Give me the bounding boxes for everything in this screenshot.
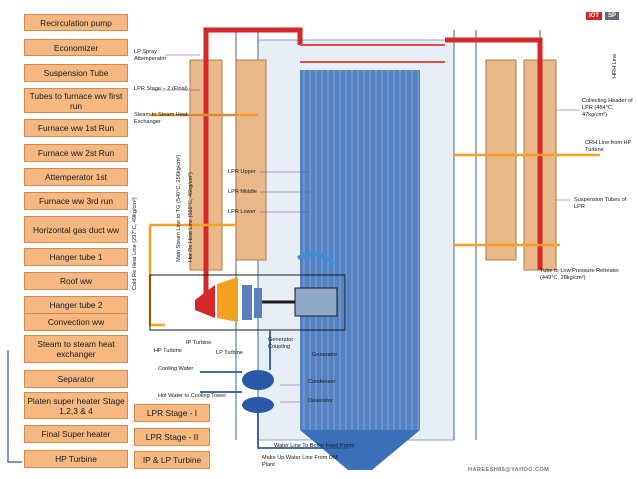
- legend-button-11[interactable]: Hanger tube 2: [24, 296, 128, 314]
- legend-button-5[interactable]: Furnace ww 2st Run: [24, 144, 128, 162]
- turbine-hall: [149, 274, 346, 331]
- deaerator-vessel: [242, 397, 274, 413]
- stage-button-1[interactable]: LPR Stage - II: [134, 428, 210, 446]
- legend-button-13[interactable]: Steam to steam heat exchanger: [24, 335, 128, 363]
- label-steam-hx: Steam to Steam Heat Exchanger: [134, 112, 188, 125]
- label-generator: Generator: [312, 352, 338, 358]
- label-hot-water: Hot Water to Cooling Tower: [158, 393, 227, 399]
- label-hp-turbine: HP Turbine: [154, 348, 182, 354]
- legend-button-12[interactable]: Convection ww: [24, 313, 128, 331]
- legend-button-3[interactable]: Tubes to furnace ww first run: [24, 88, 128, 113]
- left-convection-bank: [235, 59, 267, 261]
- legend-button-15[interactable]: Platen super heater Stage 1,2,3 & 4: [24, 392, 128, 419]
- label-lpr-middle: LPR Middle: [228, 189, 257, 195]
- label-lpr-lower: LPR Lower: [228, 209, 256, 215]
- label-ip-turbine: IP Turbine: [186, 340, 212, 346]
- label-cooling-water: Cooling Water: [158, 366, 194, 372]
- legend-button-2[interactable]: Suspension Tube: [24, 64, 128, 82]
- label-hrh-line: HRH Line: [612, 53, 618, 78]
- label-suspension-lpr: Suspension Tubes of LPR: [574, 197, 627, 210]
- label-lp-spray: LP Spray Attemperator: [134, 49, 167, 62]
- label-generator-coupling: Generator Coupling: [268, 337, 294, 350]
- label-crh-line: CRH Line from HP Turbine: [585, 140, 632, 153]
- condenser-vessel: [242, 370, 274, 390]
- legend-button-16[interactable]: Final Super heater: [24, 425, 128, 443]
- furnace-hopper: [300, 430, 420, 470]
- legend-button-7[interactable]: Furnace ww 3rd run: [24, 192, 128, 210]
- label-lpr-upper: LPR Upper: [228, 169, 256, 175]
- label-hot-reheat: Hot Re Heat Line (568°C, 46kg/cm²): [188, 172, 194, 262]
- stage-button-2[interactable]: IP & LP Turbine: [134, 451, 210, 469]
- label-main-steam: Main Steam Line to TG (540°C, 256kg/cm²): [176, 154, 182, 262]
- legend-button-14[interactable]: Separator: [24, 370, 128, 388]
- logo: IOT SP: [586, 8, 634, 24]
- furnace-tubes: [300, 70, 420, 430]
- legend-button-1[interactable]: Economizer: [24, 39, 128, 56]
- left-flow-line: [7, 350, 22, 463]
- stage-button-0[interactable]: LPR Stage - I: [134, 404, 210, 422]
- label-lp-turbine: LP Turbine: [216, 350, 243, 356]
- label-water-line: Water Line To Boiler Feed Pump: [274, 443, 355, 449]
- logo-badge: IOT: [586, 12, 602, 20]
- legend-button-8[interactable]: Horizontal gas duct ww: [24, 216, 128, 243]
- logo-suffix: SP: [605, 12, 620, 20]
- label-tube-to-lp: Tube to Low Pressure Reheater (449°C, 28…: [540, 268, 620, 281]
- label-cold-reheat: Cold Re Heat Line (297°C, 49kg/cm²): [132, 197, 138, 290]
- label-deaerator: Deaerator: [308, 398, 333, 404]
- label-lpr-stage2: LPR Stage – 2 (Final): [134, 86, 188, 92]
- lp-turbine-shape: [242, 285, 252, 320]
- hp-turbine-shape: [195, 285, 215, 318]
- legend-button-10[interactable]: Roof ww: [24, 272, 128, 290]
- label-condenser: Condenser: [308, 379, 336, 385]
- label-collecting-header: Collecting Header of LPR (484°C, 47kg/cm…: [582, 98, 633, 118]
- legend-button-6[interactable]: Attemperator 1st: [24, 168, 128, 186]
- legend-button-9[interactable]: Hanger tube 1: [24, 248, 128, 266]
- legend-button-4[interactable]: Furnace ww 1st Run: [24, 119, 128, 137]
- legend-button-17[interactable]: HP Turbine: [24, 450, 128, 468]
- leader-lines: [152, 54, 580, 403]
- label-makeup: Make Up Water Line From DM Plant: [262, 455, 338, 468]
- legend-button-0[interactable]: Recirculation pump: [24, 14, 128, 31]
- cooling-arc: [297, 252, 336, 267]
- ip-turbine-shape: [217, 277, 238, 322]
- generator-shape: [294, 287, 338, 317]
- right-convection-bank: [485, 59, 517, 261]
- water-lines: [200, 330, 350, 449]
- label-email: HAREESH85@YAHOO.COM: [468, 467, 550, 473]
